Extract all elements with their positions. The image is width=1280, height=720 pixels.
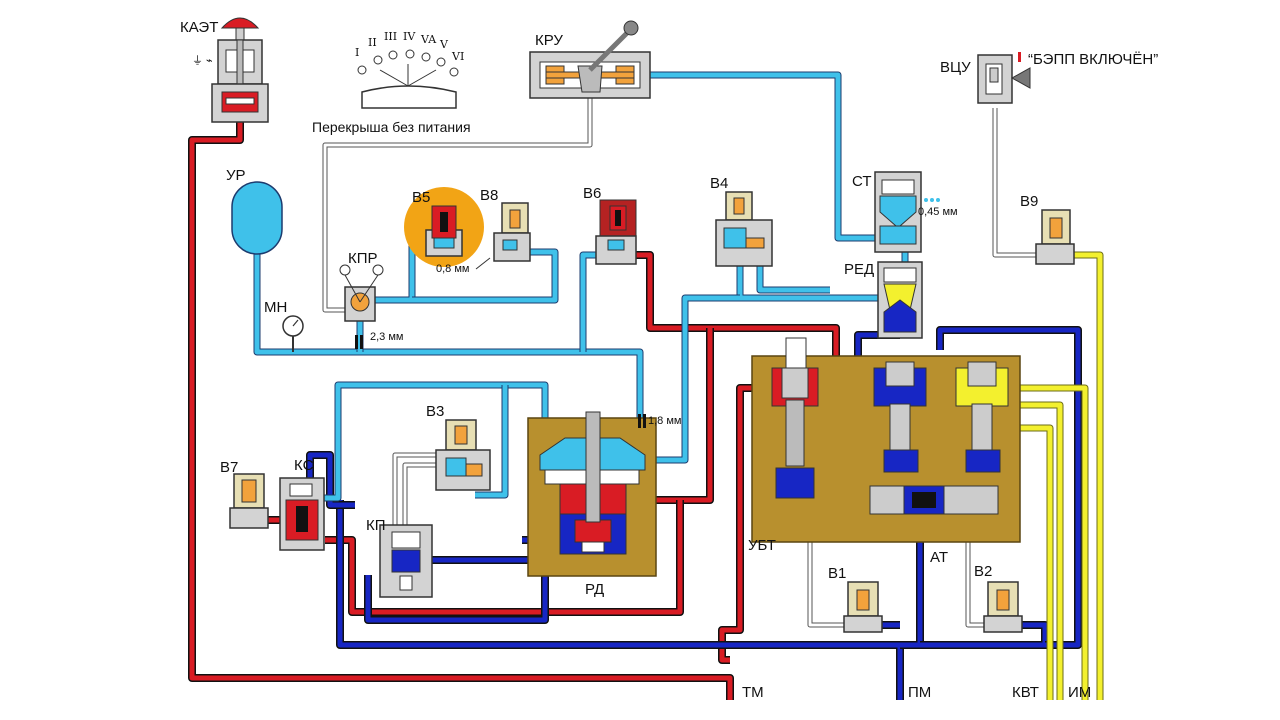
kaet-button-cap[interactable] — [220, 17, 260, 29]
valve-v2[interactable]: В2 — [974, 563, 1023, 633]
label-v9: В9 — [1020, 193, 1038, 210]
vcu-lever[interactable] — [1010, 67, 1031, 89]
label-kru: КРУ — [535, 32, 563, 49]
st-device[interactable]: СТ 0,45 мм — [852, 171, 958, 253]
kaet-device[interactable]: ⏚ ⌁ КАЭТ — [180, 17, 269, 123]
label-v6: В6 — [583, 185, 601, 202]
label-at: АТ — [930, 549, 948, 566]
pipes — [188, 71, 1104, 700]
pos-4: IV — [403, 30, 416, 43]
rd-device[interactable]: РД 1,8 мм — [527, 411, 681, 598]
valve-v1[interactable]: В1 — [828, 565, 883, 633]
label-diam-08: 0,8 мм — [436, 263, 469, 275]
svg-text:⏚ ⌁: ⏚ ⌁ — [192, 54, 213, 67]
label-diam-045: 0,45 мм — [918, 206, 958, 218]
label-v8: В8 — [480, 187, 498, 204]
label-diam-18: 1,8 мм — [648, 415, 681, 427]
valve-v8[interactable]: В8 — [480, 187, 531, 262]
valve-v6[interactable]: В6 — [583, 185, 637, 265]
label-im: ИМ — [1068, 684, 1091, 701]
label-v3: В3 — [426, 403, 444, 420]
label-mn: МН — [264, 299, 287, 316]
label-v7: В7 — [220, 459, 238, 476]
kp-device[interactable]: КП — [366, 517, 433, 598]
kpr-device[interactable]: КПР 2,3 мм — [339, 250, 403, 349]
valve-v9[interactable]: В9 — [1020, 193, 1075, 265]
label-rd: РД — [585, 581, 604, 598]
label-overlap: Перекрыша без питания — [312, 119, 471, 135]
pos-1: I — [355, 46, 359, 59]
valve-v5[interactable]: В5 0,8 мм — [404, 187, 491, 275]
label-kp: КП — [366, 517, 386, 534]
label-ks: КС — [294, 457, 314, 474]
label-v1: В1 — [828, 565, 846, 582]
kru-device[interactable]: КРУ — [529, 20, 651, 99]
ur-reservoir: УР — [226, 167, 283, 255]
pos-3: III — [384, 30, 397, 43]
controller-position-scale: I II III IV VA V VI Перекрыша без питани… — [312, 30, 471, 135]
label-v5: В5 — [412, 189, 430, 206]
ks-device[interactable]: КС — [279, 457, 325, 551]
label-red: РЕД — [844, 261, 874, 278]
pos-6: V — [439, 38, 449, 51]
mn-gauge: МН — [264, 299, 304, 352]
label-kvt: КВТ — [1012, 684, 1039, 701]
valve-v3[interactable]: В3 — [426, 403, 491, 491]
valve-v7[interactable]: В7 — [220, 459, 269, 529]
label-kpr: КПР — [348, 250, 378, 267]
red-device[interactable]: РЕД — [844, 261, 923, 339]
label-diam-23: 2,3 мм — [370, 331, 403, 343]
pos-7: VI — [451, 50, 464, 63]
label-ur: УР — [226, 167, 246, 184]
pos-5: VA — [420, 33, 437, 46]
label-tm: ТМ — [742, 684, 764, 701]
label-kaet: КАЭТ — [180, 19, 218, 36]
label-st: СТ — [852, 173, 872, 190]
label-v2: В2 — [974, 563, 992, 580]
pos-2: II — [368, 36, 377, 49]
label-pm: ПМ — [908, 684, 931, 701]
label-ubt: УБТ — [748, 537, 776, 554]
label-v4: В4 — [710, 175, 728, 192]
label-bepp: “БЭПП ВКЛЮЧЁН” — [1028, 51, 1158, 68]
vcu-device[interactable]: ВЦУ “БЭПП ВКЛЮЧЁН” — [940, 51, 1158, 104]
valve-v4[interactable]: В4 — [710, 175, 773, 267]
kru-handle[interactable] — [623, 20, 639, 36]
outlet-labels: ТМ ПМ КВТ ИМ — [742, 684, 1091, 701]
ubt-at-block[interactable]: УБТ АТ — [748, 337, 1021, 566]
label-vcu: ВЦУ — [940, 59, 971, 76]
